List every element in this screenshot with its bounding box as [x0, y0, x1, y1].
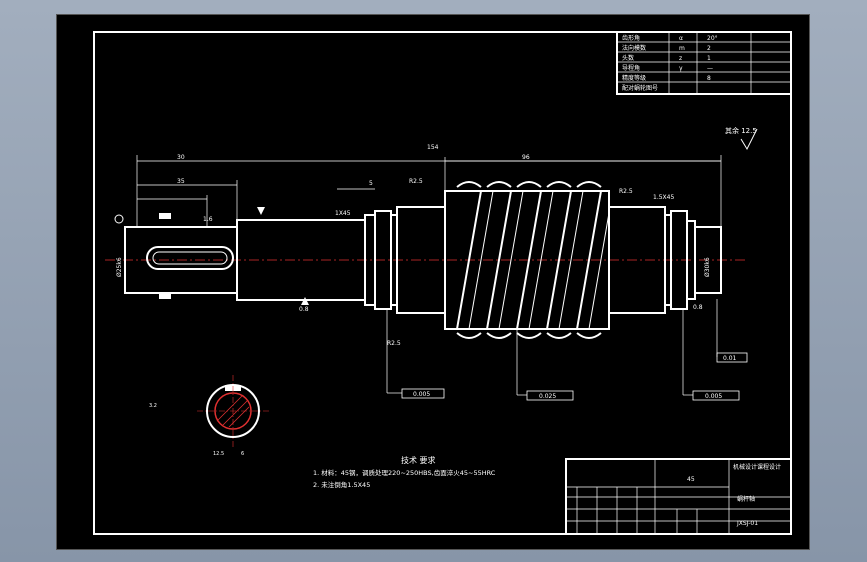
- section-dim-12-5: 12.5: [213, 451, 224, 457]
- dim-30: 30: [177, 154, 185, 161]
- key-marker-icon-2: [159, 293, 171, 299]
- key-marker-icon: [159, 213, 171, 219]
- tech-req-heading: 技术 要求: [401, 455, 436, 465]
- section-dim-6: 6: [241, 451, 244, 457]
- title-drawing-no: JXSJ-01: [736, 520, 758, 527]
- param-r5c0: 配对蜗轮图号: [622, 84, 658, 92]
- worm-threads: [456, 181, 610, 339]
- drawing-sheet: 齿形角 α 20° 法向模数 m 2 头数 z 1 导程角 γ — 精度等级 8…: [56, 14, 810, 550]
- radius-bottom: R2.5: [387, 340, 401, 347]
- tech-req-item-1: 1. 材料：45钢，调质处理220~250HBS,齿面淬火45~55HRC: [313, 468, 496, 477]
- tech-req-item-2: 2. 未注倒角1.5X45: [313, 480, 370, 489]
- dim-35: 35: [177, 178, 185, 185]
- param-r1c0: 法向模数: [622, 44, 646, 52]
- param-r3c1: γ: [679, 65, 683, 72]
- rough-0-8-left: 0.8: [299, 306, 309, 313]
- roughness-note: 其余 12.5: [725, 126, 757, 135]
- param-r0c1: α: [679, 35, 683, 42]
- radius-left: R2.5: [409, 178, 423, 185]
- tolerance-frames: 0.005 0.025 0.005 0.01: [386, 299, 748, 401]
- param-r4c0: 精度等级: [622, 74, 646, 82]
- dim-154: 154: [427, 144, 439, 151]
- dia-right: Ø30k6: [704, 257, 711, 277]
- shaft-outline: [124, 190, 722, 330]
- section-view: 12.5 6 3.2: [149, 375, 269, 457]
- param-r4c2: 8: [707, 75, 711, 82]
- rough-0-8-right: 0.8: [693, 304, 703, 311]
- param-r2c0: 头数: [622, 54, 634, 62]
- dia-left: Ø25k6: [116, 257, 123, 277]
- tol-2: 0.025: [539, 393, 556, 400]
- dim-5: 5: [369, 180, 373, 187]
- param-r1c2: 2: [707, 45, 711, 52]
- tol-1: 0.005: [413, 391, 430, 398]
- param-r0c0: 齿形角: [622, 34, 640, 42]
- chamfer-left: 1X45: [335, 210, 351, 217]
- title-material: 45: [687, 476, 695, 483]
- chamfer-right: 1.5X45: [653, 194, 674, 201]
- param-r3c0: 导程角: [622, 64, 640, 72]
- inner-frame: [93, 31, 792, 535]
- param-r3c2: —: [707, 65, 713, 72]
- roughness-triangle-icon: [301, 297, 309, 305]
- rough-1-6: 1.6: [203, 216, 213, 223]
- param-r2c1: z: [679, 55, 682, 62]
- drawing-canvas: 齿形角 α 20° 法向模数 m 2 头数 z 1 导程角 γ — 精度等级 8…: [93, 31, 792, 535]
- dimension-lines: [136, 155, 722, 227]
- param-r0c2: 20°: [707, 35, 718, 42]
- datum-marker-icon: [257, 207, 265, 215]
- roughness-symbol-icon: [740, 128, 758, 151]
- tol-3: 0.005: [705, 393, 722, 400]
- tol-4: 0.01: [723, 355, 737, 362]
- param-r2c2: 1: [707, 55, 711, 62]
- title-school: 机械设计课程设计: [733, 463, 781, 471]
- parameter-table: 齿形角 α 20° 法向模数 m 2 头数 z 1 导程角 γ — 精度等级 8…: [616, 31, 792, 95]
- param-r1c1: m: [679, 45, 685, 52]
- dim-96: 96: [522, 154, 530, 161]
- section-rough-3-2: 3.2: [149, 403, 157, 409]
- datum-circle-icon: [114, 214, 124, 224]
- radius-right: R2.5: [619, 188, 633, 195]
- title-part-name: 蜗杆轴: [737, 495, 755, 503]
- title-block: [565, 458, 792, 535]
